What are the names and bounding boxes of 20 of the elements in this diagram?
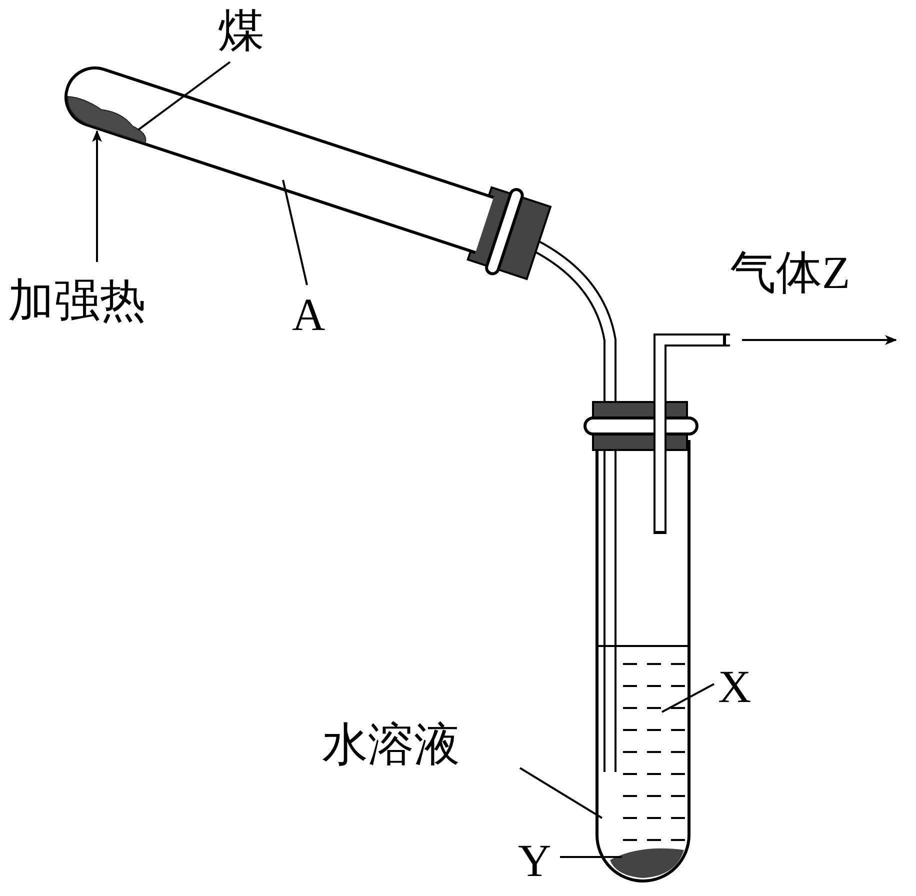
- edge-label: 气体Z: [730, 250, 850, 296]
- part-label: 水溶液: [322, 722, 460, 768]
- coal-drawing: [67, 96, 146, 144]
- part-label: 加强热: [8, 278, 146, 324]
- leader-line: [519, 767, 603, 819]
- leader-line: [137, 61, 231, 131]
- leader-line: [282, 180, 308, 286]
- part-label: A: [292, 292, 326, 338]
- part-label: 煤: [218, 8, 264, 54]
- part-label: Y: [518, 838, 552, 884]
- test-tube-drawing: [64, 66, 496, 254]
- part-label: X: [718, 664, 752, 710]
- leader-line: [560, 856, 622, 858]
- arrow: [742, 335, 897, 345]
- outlet-tube-drawing: [654, 334, 730, 534]
- leader-line: [662, 683, 714, 713]
- liquid-layer-drawing: [598, 645, 688, 753]
- arrow: [92, 130, 102, 262]
- solution-layer-drawing: [623, 773, 685, 841]
- sediment-drawing: [610, 848, 684, 878]
